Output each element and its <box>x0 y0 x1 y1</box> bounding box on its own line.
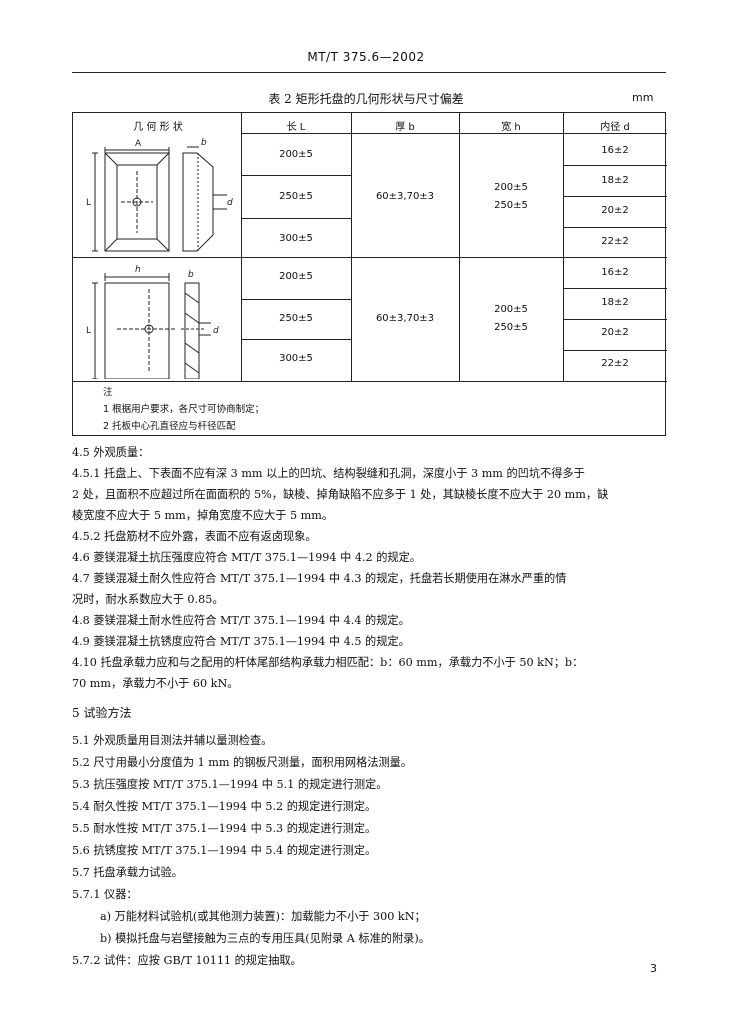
clause-5-6: 5.6 抗锈度按 MT/T 375.1—1994 中 5.4 的规定进行测定。 <box>72 844 377 857</box>
row-rule <box>563 165 667 166</box>
col-divider <box>459 113 460 381</box>
table-unit: mm <box>632 91 654 104</box>
length-cell: 300±5 <box>279 353 313 364</box>
width-cell: 200±5 <box>494 304 528 315</box>
clause-5-7-1-b: b) 模拟托盘与岩壁接触为三点的专用压具(见附录 A 标准的附录)。 <box>100 932 430 945</box>
clause-4-6: 4.6 菱镁混凝土抗压强度应符合 MT/T 375.1—1994 中 4.2 的… <box>72 551 421 564</box>
length-cell: 250±5 <box>279 191 313 202</box>
clause-5-7-2: 5.7.2 试件：应按 GB/T 10111 的规定抽取。 <box>72 954 302 967</box>
figure-label-h: h <box>135 265 141 275</box>
row-rule <box>241 339 351 340</box>
table-caption: 表 2 矩形托盘的几何形状与尺寸偏差 <box>268 92 464 106</box>
col-header-thickness: 厚 b <box>395 122 415 133</box>
figure-label-d: d <box>213 326 219 336</box>
diameter-cell: 22±2 <box>601 236 629 247</box>
page-number: 3 <box>650 962 657 975</box>
row-rule <box>241 218 351 219</box>
col-header-diameter: 内径 d <box>600 122 630 133</box>
clause-4-9: 4.9 菱镁混凝土抗锈度应符合 MT/T 375.1—1994 中 4.5 的规… <box>72 635 410 648</box>
clause-4-5: 4.5 外观质量： <box>72 446 150 459</box>
row-rule <box>563 350 667 351</box>
document-header: MT/T 375.6—2002 <box>307 50 425 64</box>
row-rule <box>563 227 667 228</box>
clause-5-3: 5.3 抗压强度按 MT/T 375.1—1994 中 5.1 的规定进行测定。 <box>72 778 388 791</box>
flat-tray-drawing: h L b d <box>86 265 219 379</box>
diameter-cell: 20±2 <box>601 205 629 216</box>
note-item: 2 托板中心孔直径应与杆径匹配 <box>103 421 236 432</box>
note-item: 1 根据用户要求，各尺寸可协商制定； <box>103 404 265 415</box>
clause-4-5-1-line2: 2 处，且面积不应超过所在面面积的 5%，缺棱、掉角缺陷不应多于 1 处，其缺棱… <box>72 488 609 501</box>
row-rule <box>563 319 667 320</box>
diameter-cell: 18±2 <box>601 297 629 308</box>
clause-5-2: 5.2 尺寸用最小分度值为 1 mm 的钢板尺测量，面积用网格法测量。 <box>72 756 413 769</box>
clause-4-10-line1: 4.10 托盘承载力应和与之配用的杆体尾部结构承载力相匹配：b：60 mm，承载… <box>72 656 584 669</box>
row-rule <box>563 288 667 289</box>
figure-label-b: b <box>188 270 194 280</box>
bevel-tray-drawing: A L b d <box>86 138 233 252</box>
group-separator <box>73 257 667 258</box>
dimension-table: 几 何 形 状 长 L 厚 b 宽 h 内径 d 200±5 250±5 300… <box>72 112 667 436</box>
clause-4-10-line2: 70 mm，承载力不小于 60 kN。 <box>72 677 239 690</box>
row-rule <box>563 196 667 197</box>
clause-4-5-2: 4.5.2 托盘筋材不应外露，表面不应有返卤现象。 <box>72 530 317 543</box>
header-row-rule <box>241 133 667 134</box>
diameter-cell: 22±2 <box>601 358 629 369</box>
clause-5-7: 5.7 托盘承载力试验。 <box>72 866 183 879</box>
col-divider <box>351 113 352 381</box>
notes-title: 注 <box>103 387 113 398</box>
header-rule <box>72 72 666 73</box>
width-cell: 250±5 <box>494 200 528 211</box>
clause-4-5-1-line3: 棱宽度不应大于 5 mm，掉角宽度不应大于 5 mm。 <box>72 509 334 522</box>
thickness-cell: 60±3,70±3 <box>375 191 435 202</box>
col-header-width: 宽 h <box>501 122 521 133</box>
clause-4-5-1-line1: 4.5.1 托盘上、下表面不应有深 3 mm 以上的凹坑、结构裂缝和孔洞，深度小… <box>72 467 585 480</box>
col-divider <box>241 113 242 381</box>
diameter-cell: 20±2 <box>601 327 629 338</box>
width-cell: 250±5 <box>494 322 528 333</box>
col-header-shape: 几 何 形 状 <box>133 122 183 133</box>
clause-4-7-line1: 4.7 菱镁混凝土耐久性应符合 MT/T 375.1—1994 中 4.3 的规… <box>72 572 567 585</box>
clause-5-4: 5.4 耐久性按 MT/T 375.1—1994 中 5.2 的规定进行测定。 <box>72 800 377 813</box>
thickness-cell: 60±3,70±3 <box>375 313 435 324</box>
length-cell: 300±5 <box>279 233 313 244</box>
row-rule <box>241 299 351 300</box>
col-header-length: 长 L <box>286 122 306 133</box>
clause-5-1: 5.1 外观质量用目测法并辅以量测检查。 <box>72 734 273 747</box>
col-divider <box>563 113 564 381</box>
clause-5-5: 5.5 耐水性按 MT/T 375.1—1994 中 5.3 的规定进行测定。 <box>72 822 377 835</box>
length-cell: 250±5 <box>279 313 313 324</box>
row-rule <box>241 175 351 176</box>
diameter-cell: 18±2 <box>601 175 629 186</box>
section-5-title: 5 试验方法 <box>72 706 132 720</box>
length-cell: 200±5 <box>279 149 313 160</box>
diameter-cell: 16±2 <box>601 267 629 278</box>
table-body-bottom <box>73 381 667 382</box>
clause-4-7-line2: 况时，耐水系数应大于 0.85。 <box>72 593 224 606</box>
diameter-cell: 16±2 <box>601 145 629 156</box>
clause-4-8: 4.8 菱镁混凝土耐水性应符合 MT/T 375.1—1994 中 4.4 的规… <box>72 614 410 627</box>
figure-label-L: L <box>86 198 91 208</box>
width-cell: 200±5 <box>494 182 528 193</box>
clause-5-7-1: 5.7.1 仪器： <box>72 888 138 901</box>
figure-label-b: b <box>201 138 207 148</box>
clause-5-7-1-a: a) 万能材料试验机(或其他测力装置)：加载能力不小于 300 kN； <box>100 910 426 923</box>
figure-label-d: d <box>227 198 233 208</box>
figure-label-L: L <box>86 326 91 336</box>
figure-label-A: A <box>135 139 142 149</box>
length-cell: 200±5 <box>279 271 313 282</box>
